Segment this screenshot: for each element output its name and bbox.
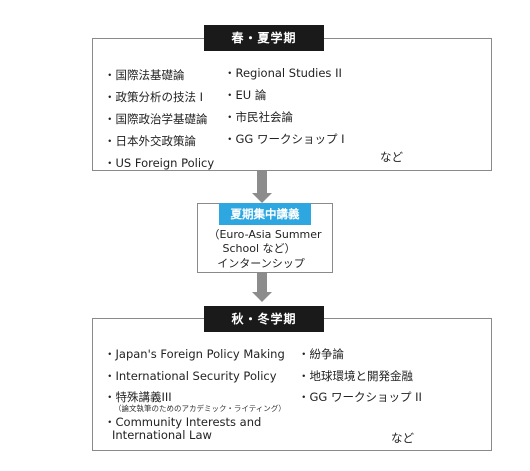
arrow-1-head: [252, 193, 272, 203]
fall-winter-header: 秋・冬学期: [204, 306, 324, 332]
spring-summer-box: [92, 38, 492, 171]
spring-left-item-4: ・日本外交政策論: [104, 134, 196, 148]
spring-right-item-2: ・EU 論: [224, 88, 267, 102]
fall-left-item-4-line-2: International Law: [112, 428, 212, 442]
spring-right-item-1: ・Regional Studies II: [224, 66, 342, 80]
fall-etc: など: [391, 431, 414, 445]
fall-left-item-2: ・International Security Policy: [104, 369, 277, 383]
summer-intensive-line-2: School など）: [222, 242, 296, 255]
fall-left-item-4-line-1: ・Community Interests and: [104, 415, 262, 429]
spring-summer-header: 春・夏学期: [204, 25, 324, 51]
spring-left-item-3: ・国際政治学基礎論: [104, 112, 208, 126]
fall-right-item-1: ・紛争論: [298, 347, 344, 361]
arrow-2-shaft: [257, 273, 267, 293]
spring-left-item-2: ・政策分析の技法 I: [104, 90, 204, 104]
fall-left-item-1: ・Japan's Foreign Policy Making: [104, 347, 285, 361]
arrow-2-head: [252, 292, 272, 302]
fall-winter-box: [92, 318, 492, 451]
fall-right-item-3: ・GG ワークショップ II: [298, 390, 422, 404]
summer-intensive-line-3: インターンシップ: [217, 257, 305, 270]
summer-intensive-line-1: （Euro-Asia Summer: [208, 228, 322, 241]
summer-intensive-header: 夏期集中講義: [219, 203, 311, 225]
fall-left-item-3: ・特殊講義III: [104, 390, 172, 404]
fall-left-item-3-sub: （論文執筆のためのアカデミック・ライティング）: [114, 404, 286, 413]
spring-left-item-1: ・国際法基礎論: [104, 68, 185, 82]
spring-right-item-4: ・GG ワークショップ I: [224, 132, 345, 146]
spring-right-item-3: ・市民社会論: [224, 110, 293, 124]
fall-right-item-2: ・地球環境と開発金融: [298, 369, 413, 383]
arrow-1-shaft: [257, 171, 267, 193]
spring-etc: など: [380, 150, 403, 164]
spring-left-item-5: ・US Foreign Policy: [104, 156, 215, 170]
